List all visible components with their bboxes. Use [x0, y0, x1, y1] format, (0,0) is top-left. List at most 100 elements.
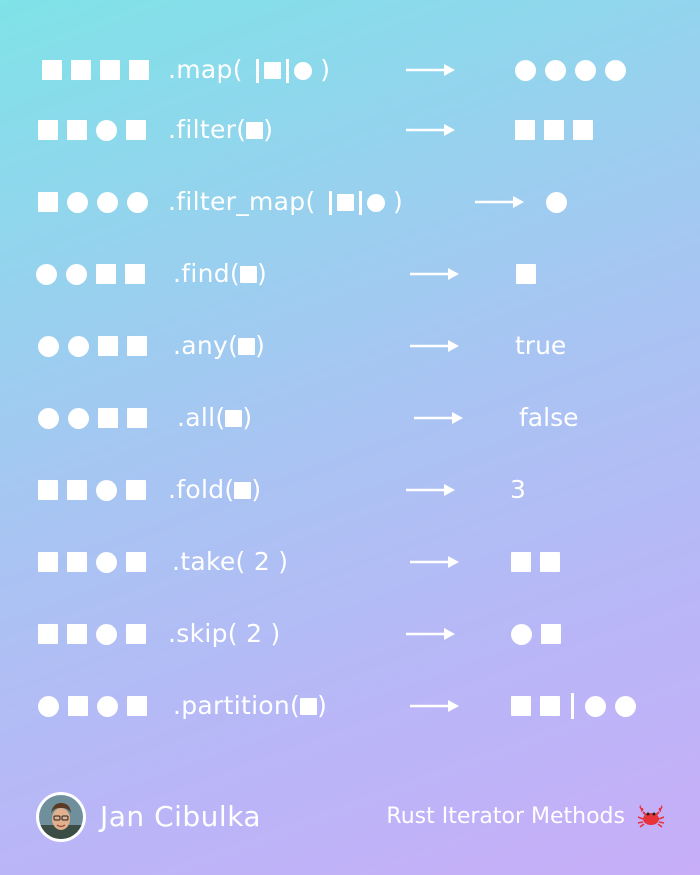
result: [515, 50, 626, 90]
author-avatar: [36, 792, 86, 842]
square-icon: [300, 698, 318, 715]
input-shapes: [38, 110, 146, 150]
method-call: .filter_map( ): [168, 182, 403, 222]
square-icon: [38, 624, 58, 644]
square-icon: [67, 624, 87, 644]
square-icon: [68, 696, 88, 716]
result-text: false: [519, 403, 579, 432]
method-row: .filter(): [0, 110, 700, 150]
method-text: .map(: [168, 55, 251, 84]
method-call: .any(): [173, 326, 265, 366]
method-text: .filter(: [168, 115, 247, 144]
method-row: .map( ): [0, 50, 700, 90]
square-icon: [127, 696, 147, 716]
arrow-right-icon: [410, 556, 459, 568]
square-icon: [71, 60, 91, 80]
method-text: .skip( 2 ): [168, 619, 281, 648]
arrow-right-icon: [410, 268, 459, 280]
circle-icon: [127, 191, 148, 213]
result-text: 3: [510, 475, 526, 504]
result: [511, 614, 561, 654]
separator-bar-icon: [571, 693, 574, 719]
result-text: true: [515, 331, 567, 360]
result: [511, 542, 560, 582]
method-row: .filter_map( ): [0, 182, 700, 222]
arrow-right-icon: [410, 700, 459, 712]
square-icon: [127, 336, 147, 356]
method-call: .skip( 2 ): [168, 614, 281, 654]
method-row: .fold()3: [0, 470, 700, 510]
square-icon: [126, 480, 146, 500]
caption: Rust Iterator Methods: [386, 790, 666, 849]
author-name: Jan Cibulka: [100, 800, 262, 833]
method-call: .map( ): [168, 50, 330, 90]
circle-icon: [515, 59, 536, 81]
method-text: ): [317, 691, 328, 720]
method-text: .any(: [173, 331, 239, 360]
separator-bar-icon: [328, 191, 332, 215]
method-text: .filter_map(: [168, 187, 324, 216]
input-shapes: [38, 470, 146, 510]
circle-icon: [545, 59, 566, 81]
square-icon: [573, 120, 593, 140]
circle-icon: [615, 695, 636, 717]
square-icon: [126, 624, 146, 644]
crab-icon: [636, 795, 666, 849]
arrow-right-icon: [406, 64, 455, 76]
square-icon: [42, 60, 62, 80]
circle-icon: [38, 407, 59, 429]
circle-icon: [546, 191, 567, 213]
square-icon: [67, 480, 87, 500]
method-text: ): [384, 187, 404, 216]
method-call: .all(): [177, 398, 252, 438]
method-text: ): [256, 259, 268, 288]
circle-icon: [96, 119, 117, 141]
method-row: .any() true: [0, 326, 700, 366]
square-icon: [98, 408, 118, 428]
circle-icon: [66, 263, 87, 285]
square-icon: [540, 696, 560, 716]
circle-icon: [97, 695, 118, 717]
result: 3: [510, 470, 526, 510]
separator-bar-icon: [286, 59, 289, 83]
arrow-right-icon: [414, 412, 463, 424]
caption-text: Rust Iterator Methods: [386, 804, 625, 829]
result: [516, 254, 536, 294]
square-icon: [67, 552, 87, 572]
method-row: .all() false: [0, 398, 700, 438]
input-shapes: [38, 614, 146, 654]
input-shapes: [38, 182, 148, 222]
circle-icon: [585, 695, 606, 717]
square-icon: [96, 264, 116, 284]
square-icon: [125, 264, 145, 284]
result: [511, 686, 636, 726]
circle-icon: [575, 59, 596, 81]
circle-icon: [68, 407, 89, 429]
separator-bar-icon: [256, 59, 259, 83]
circle-icon: [38, 695, 59, 717]
arrow-right-icon: [410, 340, 459, 352]
input-shapes: [38, 542, 146, 582]
circle-icon: [36, 263, 57, 285]
circle-icon: [511, 623, 532, 645]
square-icon: [264, 62, 281, 79]
avatar-portrait-icon: [39, 795, 83, 839]
square-icon: [511, 552, 531, 572]
method-text: ): [263, 115, 274, 144]
method-text: ): [255, 331, 266, 360]
square-icon: [67, 120, 87, 140]
method-call: .take( 2 ): [172, 542, 288, 582]
circle-icon: [96, 551, 117, 573]
square-icon: [38, 120, 58, 140]
square-icon: [246, 122, 264, 139]
footer: Jan Cibulka Rust Iterator Methods: [0, 790, 700, 844]
square-icon: [540, 552, 560, 572]
arrow-right-icon: [406, 484, 455, 496]
square-icon: [38, 552, 58, 572]
square-icon: [515, 120, 535, 140]
result: false: [519, 398, 578, 438]
square-icon: [126, 120, 146, 140]
circle-icon: [68, 335, 89, 357]
input-shapes: [38, 326, 147, 366]
arrow-right-icon: [475, 196, 524, 208]
